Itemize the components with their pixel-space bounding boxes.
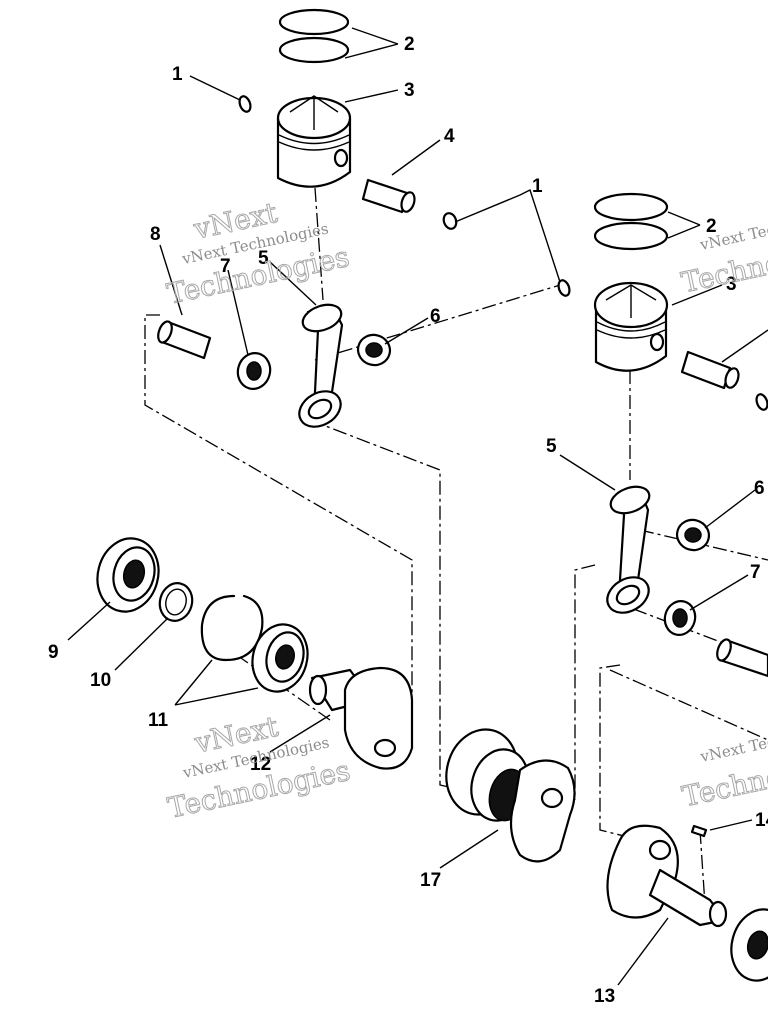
watermark-right-top: vNext Technologies Technologies — [678, 205, 768, 300]
callout-1-right: 1 — [532, 176, 543, 197]
callout-3-left: 3 — [404, 80, 415, 101]
watermark-bottom: vNext vNext Technologies Technologies — [164, 709, 353, 825]
needle-bearing-right-6 — [675, 518, 711, 552]
crankshaft-half-13 — [606, 824, 728, 928]
key-14 — [690, 824, 708, 838]
callout-2-left: 2 — [404, 34, 415, 55]
callout-2-right: 2 — [706, 216, 717, 237]
leader-lines — [67, 27, 768, 986]
callout-1-left: 1 — [172, 64, 183, 85]
pin-8 — [157, 320, 212, 360]
callout-3-right: 3 — [726, 274, 737, 295]
connecting-rod-left — [298, 303, 344, 428]
callout-4: 4 — [444, 126, 455, 147]
needle-bearing-right-7 — [663, 600, 697, 636]
callout-10: 10 — [90, 670, 111, 691]
callout-11: 11 — [148, 710, 169, 731]
crankshaft-half-12 — [308, 666, 414, 770]
piston-pin-right — [680, 350, 740, 390]
circlip-right-1 — [557, 279, 571, 297]
callout-12: 12 — [250, 754, 271, 775]
needle-bearing-left-6 — [356, 333, 392, 367]
callout-13: 13 — [594, 986, 615, 1007]
circlip-right-edge — [755, 393, 768, 411]
watermark-right-bottom: vNext Technologies Technologies — [679, 717, 768, 814]
callout-5-left: 5 — [258, 248, 269, 269]
piston-ring-left — [278, 8, 350, 64]
washer-10 — [158, 582, 194, 622]
callout-17: 17 — [420, 870, 441, 891]
circlip-center — [442, 212, 458, 230]
callout-6-left: 6 — [430, 306, 441, 327]
callout-14: 14 — [755, 810, 768, 831]
main-bearing-11 — [251, 623, 309, 693]
callout-6-right: 6 — [754, 478, 765, 499]
main-bearing-9 — [96, 537, 160, 613]
needle-bearing-left-7 — [236, 352, 272, 390]
circlip-left-1 — [238, 95, 252, 113]
callout-5-right: 5 — [546, 436, 557, 457]
piston-right — [593, 281, 669, 372]
callout-9: 9 — [48, 642, 59, 663]
callout-8: 8 — [150, 224, 161, 245]
callout-7-right: 7 — [750, 562, 761, 583]
snap-ring-11 — [200, 594, 264, 662]
piston-ring-right — [593, 192, 669, 251]
piston-pin-left — [361, 178, 416, 214]
callout-7-left: 7 — [220, 256, 231, 277]
callout-labels: 1 2 3 4 1 2 3 8 7 5 6 5 6 7 9 10 11 12 1… — [48, 34, 768, 1007]
connecting-rod-right — [606, 485, 651, 614]
main-bearing-right-edge — [730, 908, 768, 982]
piston-left — [276, 95, 352, 188]
pin-right-edge — [716, 638, 768, 678]
crankshaft-center-17 — [445, 728, 576, 863]
